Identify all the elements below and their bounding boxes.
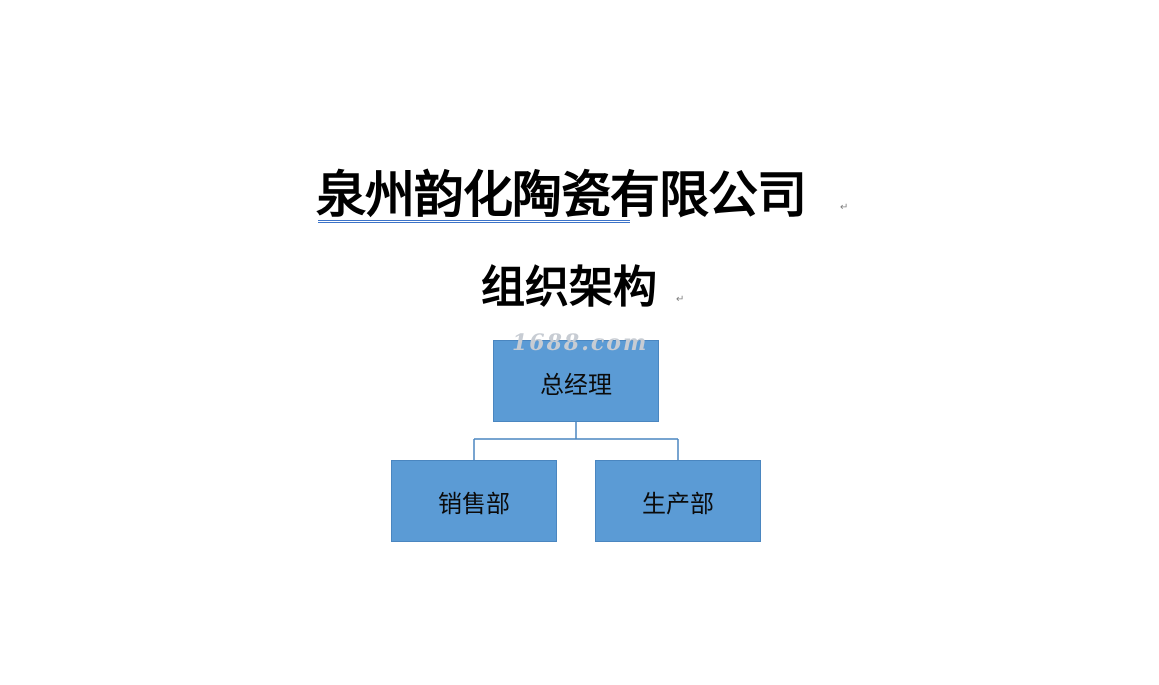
org-node-sales-dept[interactable]: 销售部 xyxy=(391,460,557,542)
paragraph-mark-subtitle: ↵ xyxy=(676,294,685,305)
document-subtitle: 组织架构 xyxy=(481,262,657,313)
paragraph-mark-title: ↵ xyxy=(840,202,849,213)
org-node-label: 生产部 xyxy=(642,489,714,518)
org-node-production-dept[interactable]: 生产部 xyxy=(595,460,761,542)
watermark-logo: 1688.com xyxy=(512,330,649,356)
org-node-general-manager[interactable]: 总经理 xyxy=(493,340,659,422)
org-node-label: 销售部 xyxy=(438,489,510,518)
document-title: 泉州韵化陶瓷有限公司 xyxy=(316,166,807,224)
org-node-label: 总经理 xyxy=(540,371,612,399)
title-spellcheck-underline xyxy=(318,220,630,223)
